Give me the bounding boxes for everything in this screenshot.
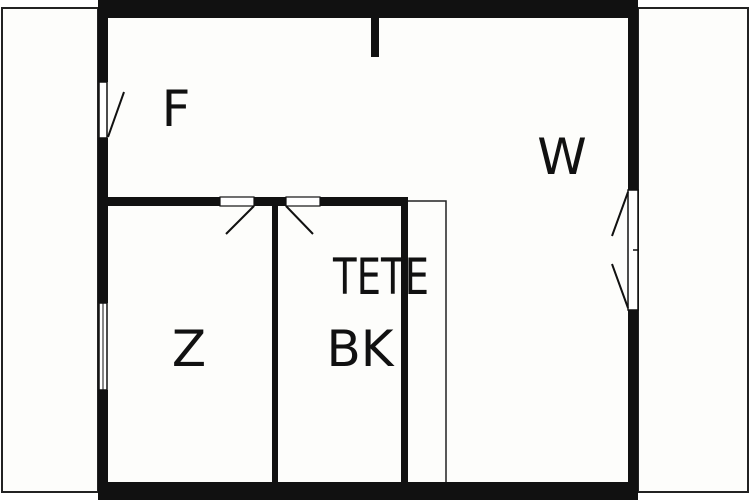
top-stub-wall xyxy=(371,17,379,57)
bottom-wall xyxy=(98,482,638,500)
right-wall-upper xyxy=(628,0,638,190)
room-label-bk: BK xyxy=(326,320,394,378)
room-label-z: Z xyxy=(172,320,206,378)
interior-floor xyxy=(107,17,629,483)
left-wall-middle xyxy=(98,138,108,303)
bedroom-top-wall-left xyxy=(107,197,220,206)
bath-right-wall xyxy=(401,197,408,483)
right-wall-lower xyxy=(628,310,638,500)
left-terrace xyxy=(1,7,99,493)
left-wall-upper xyxy=(98,0,108,82)
right-terrace xyxy=(637,7,749,493)
bath-top-wall-right xyxy=(320,197,407,206)
bedroom-bath-divider xyxy=(272,197,278,483)
kitchen-counter xyxy=(408,200,447,482)
top-wall xyxy=(98,0,638,18)
left-window xyxy=(98,302,108,391)
bedroom-top-wall-mid xyxy=(254,197,286,206)
bedroom-door xyxy=(219,196,255,235)
room-label-w: W xyxy=(537,128,586,186)
right-double-door xyxy=(611,189,639,311)
room-label-tete: TETE xyxy=(332,248,429,306)
left-door xyxy=(98,81,125,139)
outer-walls xyxy=(98,0,638,500)
bathroom-door xyxy=(285,196,321,235)
left-wall-lower xyxy=(98,390,108,500)
interior-walls xyxy=(107,17,408,483)
room-label-f: F xyxy=(162,80,191,138)
